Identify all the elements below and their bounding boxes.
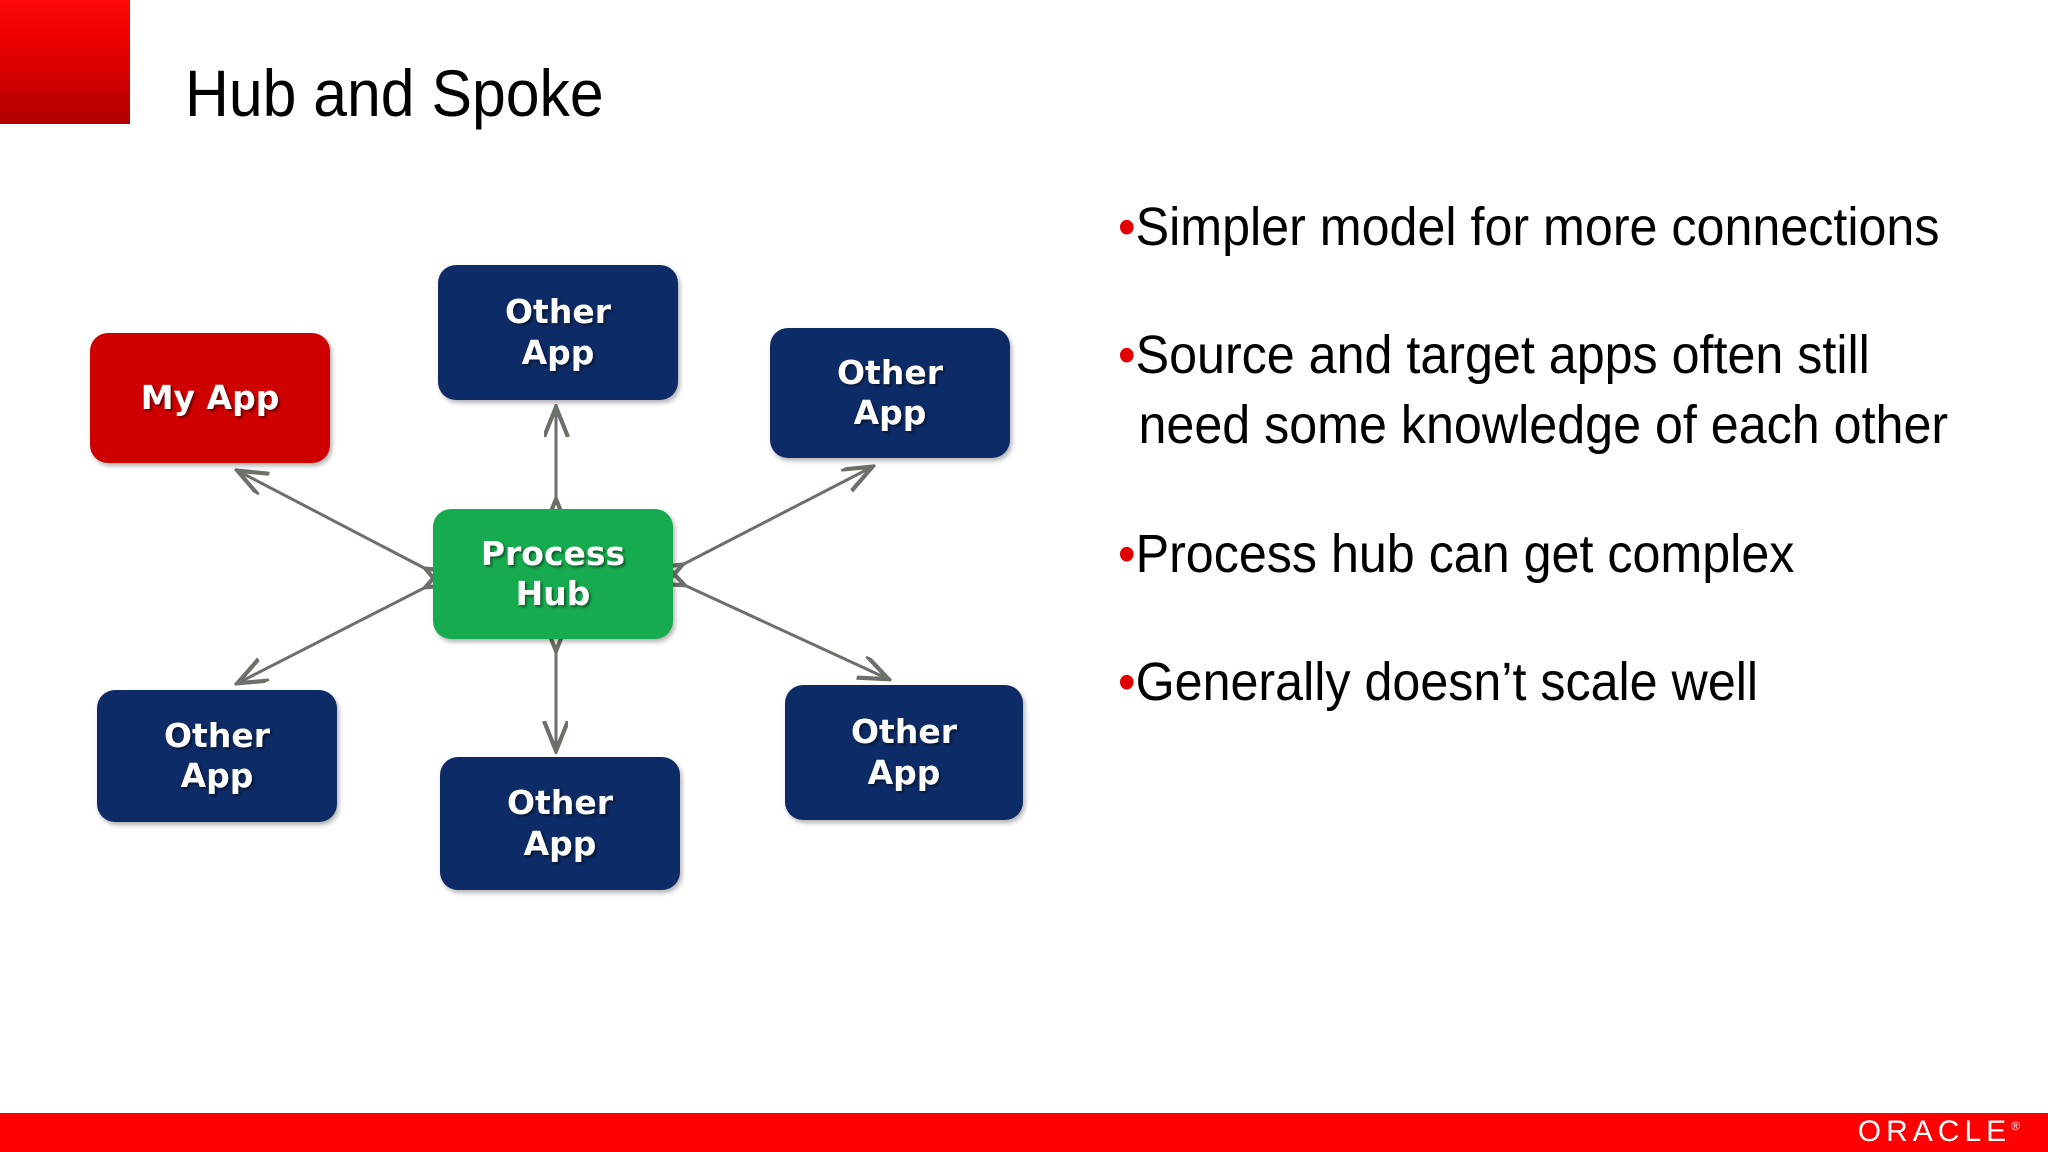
node-label-line: Other [507, 783, 613, 823]
bullet-text: Simpler model for more connections [1135, 197, 1940, 257]
bullet-item: •Generally doesn’t scale well [1118, 647, 1955, 717]
oracle-wordmark: ORACLE [1857, 1115, 2012, 1148]
oracle-logo: ORACLE® [1858, 1115, 2020, 1149]
hub-and-spoke-diagram: My App Other App Other App Process Hub O… [0, 0, 1080, 1000]
diagram-node-other-app-top[interactable]: Other App [438, 265, 678, 400]
bullet-text: Generally doesn’t scale well [1135, 651, 1759, 712]
diagram-node-process-hub[interactable]: Process Hub [433, 509, 673, 639]
bullet-item: •Source and target apps often still need… [1118, 320, 1955, 460]
connector-hub-bottomleft [240, 586, 428, 682]
bullet-marker-icon: • [1118, 197, 1136, 257]
node-label-line: App [180, 756, 254, 795]
node-label-line: Other [837, 352, 943, 392]
diagram-node-my-app[interactable]: My App [90, 333, 330, 463]
diagram-node-other-app-bottom-left[interactable]: Other App [97, 690, 337, 822]
diagram-node-other-app-top-right[interactable]: Other App [770, 328, 1010, 458]
bullet-list: •Simpler model for more connections •Sou… [1118, 192, 2018, 775]
bullet-marker-icon: • [1118, 523, 1136, 584]
connector-arrows-layer [0, 0, 1080, 1000]
connector-hub-topright [680, 468, 870, 566]
node-label-line: Process [480, 533, 626, 573]
page-title: Hub and Spoke [185, 56, 604, 130]
footer-bar: ORACLE® [0, 1113, 2048, 1152]
node-label-line: App [523, 823, 597, 863]
node-label-line: Hub [515, 574, 591, 613]
bullet-text: Process hub can get complex [1135, 523, 1795, 584]
connector-hub-bottomright [682, 584, 886, 678]
bullet-item: •Simpler model for more connections [1118, 192, 1955, 262]
bullet-item: •Process hub can get complex [1118, 519, 1955, 589]
node-label-line: App [521, 332, 595, 372]
corner-accent-block [0, 0, 130, 124]
bullet-marker-icon: • [1118, 651, 1136, 712]
node-label-line: My App [140, 377, 280, 417]
node-label-line: App [867, 752, 941, 792]
diagram-node-other-app-bottom[interactable]: Other App [440, 757, 680, 890]
node-label-line: Other [851, 712, 957, 752]
diagram-node-other-app-bottom-right[interactable]: Other App [785, 685, 1023, 820]
bullet-text: Source and target apps often still need … [1135, 325, 1949, 456]
connector-hub-myapp [240, 472, 428, 570]
registered-trademark-icon: ® [2011, 1119, 2020, 1133]
node-label-line: App [853, 393, 927, 432]
bullet-marker-icon: • [1118, 325, 1136, 386]
node-label-line: Other [164, 715, 270, 755]
node-label-line: Other [505, 292, 611, 332]
